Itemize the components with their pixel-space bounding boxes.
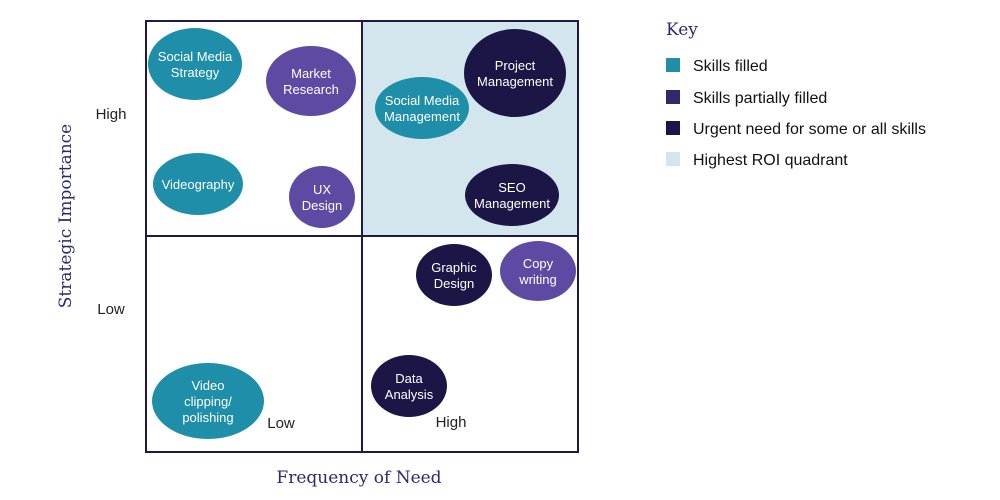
bubble-shape-copy-writing	[500, 241, 576, 301]
bubble-shape-video-clipping-polishing	[152, 363, 264, 439]
legend-label-3: Urgent need for some or all skills	[693, 121, 926, 138]
bubble-label-market-research: Research	[283, 82, 339, 97]
bubble-label-data-analysis: Analysis	[385, 387, 434, 402]
bubble-shape-data-analysis	[371, 355, 447, 417]
x-tick-low: Low	[267, 415, 295, 432]
legend-swatch-3	[666, 121, 680, 135]
bubble-label-seo-management: SEO	[498, 180, 525, 195]
legend-label-1: Skills filled	[693, 58, 768, 75]
bubble-videography: Videography	[153, 153, 243, 215]
y-axis-title: Strategic Importance	[56, 124, 76, 308]
bubble-label-copy-writing: Copy	[523, 256, 554, 271]
bubble-label-project-management: Project	[495, 58, 536, 73]
bubble-label-videography: Videography	[162, 177, 235, 192]
bubble-label-graphic-design: Graphic	[431, 260, 477, 275]
matrix-grid	[145, 20, 579, 453]
bubble-label-copy-writing: writing	[518, 272, 557, 287]
bubble-label-market-research: Market	[291, 66, 331, 81]
bubble-label-graphic-design: Design	[434, 276, 474, 291]
bubble-label-data-analysis: Data	[395, 371, 423, 386]
y-tick-high: High	[96, 106, 127, 123]
bubble-shape-market-research	[266, 46, 356, 116]
bubble-label-social-media-strategy: Social Media	[158, 49, 233, 64]
bubble-label-project-management: Management	[477, 74, 553, 89]
bubble-shape-seo-management	[465, 164, 559, 226]
bubble-shape-graphic-design	[416, 244, 492, 306]
bubble-shape-social-media-strategy	[148, 28, 242, 100]
legend-label-2: Skills partially filled	[693, 90, 827, 107]
y-tick-low: Low	[97, 301, 125, 318]
bubble-shape-project-management	[464, 29, 566, 117]
bubble-label-social-media-strategy: Strategy	[171, 65, 220, 80]
legend-title: Key	[666, 20, 698, 40]
legend-swatch-4	[666, 152, 680, 166]
bubble-label-social-media-management: Management	[384, 109, 460, 124]
bubble-label-video-clipping-polishing: Video	[191, 378, 224, 393]
bubble-label-ux-design: UX	[313, 182, 331, 197]
bubble-label-social-media-management: Social Media	[385, 93, 460, 108]
bubble-label-seo-management: Management	[474, 196, 550, 211]
bubble-shape-videography	[153, 153, 243, 215]
legend-swatch-2	[666, 90, 680, 104]
x-tick-high: High	[436, 414, 467, 431]
bubble-label-video-clipping-polishing: clipping/	[184, 394, 232, 409]
bubble-shape-ux-design	[289, 166, 355, 228]
legend-swatch-1	[666, 58, 680, 72]
x-axis-title: Frequency of Need	[276, 468, 441, 488]
bubble-label-video-clipping-polishing: polishing	[182, 410, 233, 425]
bubble-shape-social-media-management	[375, 77, 469, 139]
bubble-label-ux-design: Design	[302, 198, 342, 213]
legend-label-4: Highest ROI quadrant	[693, 152, 848, 169]
